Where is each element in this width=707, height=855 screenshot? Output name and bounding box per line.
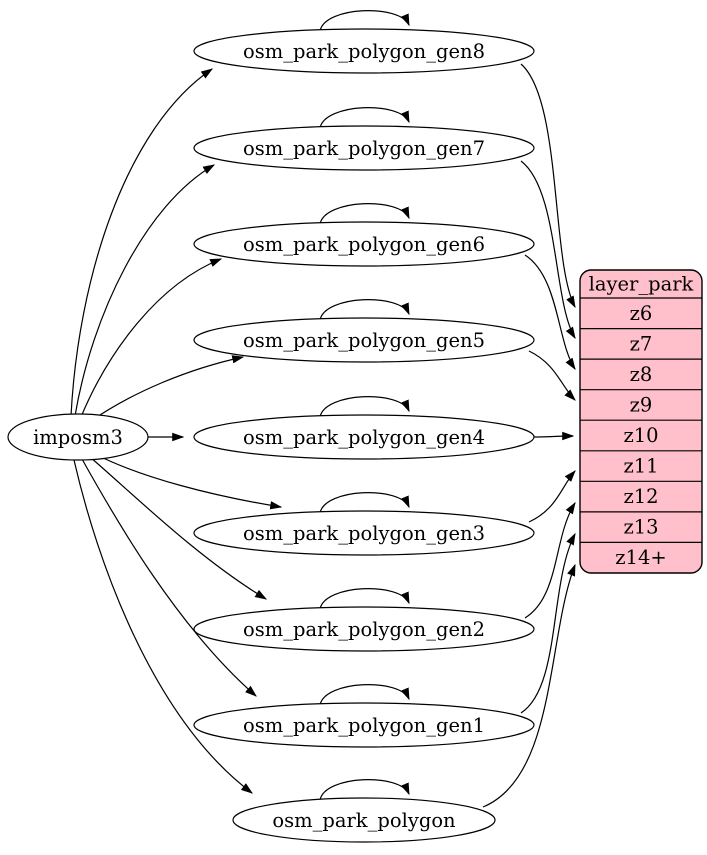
table-ellipse [193,510,535,556]
self-loop-osm-park-polygon [319,779,410,801]
layer-park-row-z9: z9 [630,394,653,417]
layer-park-row-z11: z11 [623,455,658,478]
table-ellipse [193,606,535,652]
imposm3-ellipse [7,413,149,461]
edge-osm-park-polygon-z14 [482,563,576,808]
edge-imposm3-gen6 [80,258,223,418]
layer-park-row-z13: z13 [623,516,658,539]
imposm3-label: imposm3 [33,426,123,449]
node-osm-park-polygon-gen8: osm_park_polygon_gen8 [193,28,535,74]
table-ellipse [193,317,535,363]
self-loop-edges [319,10,410,801]
layer-park-row-z12: z12 [623,485,658,508]
table-ellipse [193,125,535,171]
node-osm-park-polygon: osm_park_polygon [232,797,496,843]
table-label: osm_park_polygon_gen1 [243,714,485,737]
edge-gen5-z9 [528,350,576,401]
layer-park-row-z8: z8 [630,363,653,386]
self-loop-gen2 [319,588,410,610]
node-layer-park: layer_park z6 z7 z8 z9 z10 z11 z12 z13 z… [579,269,703,574]
edges-source-to-tables [70,68,283,794]
table-label: osm_park_polygon [272,809,456,832]
self-loop-gen4 [319,396,410,418]
table-label: osm_park_polygon_gen5 [243,329,485,352]
node-osm-park-polygon-gen1: osm_park_polygon_gen1 [193,702,535,748]
self-loop-gen5 [319,299,410,321]
edge-imposm3-gen8 [70,68,213,417]
node-osm-park-polygon-gen5: osm_park_polygon_gen5 [193,317,535,363]
layer-park-row-z7: z7 [630,333,653,356]
self-loop-gen3 [319,492,410,514]
edge-imposm3-gen3 [96,454,283,510]
table-label: osm_park_polygon_gen8 [243,40,485,63]
edge-gen6-z8 [524,254,576,370]
table-ellipse [193,221,535,267]
layer-park-row-z6: z6 [630,302,653,325]
table-label: osm_park_polygon_gen2 [243,618,485,641]
table-label: osm_park_polygon_gen6 [243,233,485,256]
layer-park-row-z14: z14+ [615,546,666,569]
edge-imposm3-osm-park-polygon [73,459,253,794]
node-imposm3: imposm3 [7,413,149,461]
edge-gen3-z11 [528,470,576,523]
table-ellipse [232,797,496,843]
layer-park-box [579,269,703,574]
edge-imposm3-gen7 [74,164,216,417]
edge-imposm3-gen5 [90,355,245,422]
self-loop-gen1 [319,684,410,706]
table-label: osm_park_polygon_gen7 [243,137,485,160]
node-osm-park-polygon-gen7: osm_park_polygon_gen7 [193,125,535,171]
table-label: osm_park_polygon_gen4 [243,426,485,449]
self-loop-gen6 [319,203,410,225]
layer-park-row-z10: z10 [623,424,658,447]
edge-imposm3-gen2 [89,456,268,600]
self-loop-gen7 [319,107,410,129]
node-osm-park-polygon-gen2: osm_park_polygon_gen2 [193,606,535,652]
edge-gen2-z12 [524,501,576,619]
table-ellipse [193,414,535,460]
self-loop-gen8 [319,10,410,32]
edge-gen1-z13 [520,532,576,714]
layer-park-title: layer_park [589,273,694,296]
table-label: osm_park_polygon_gen3 [243,522,485,545]
edges-tables-to-layer [482,63,576,808]
edge-gen8-z6 [520,63,576,309]
edge-gen7-z7 [520,160,576,340]
node-osm-park-polygon-gen6: osm_park_polygon_gen6 [193,221,535,267]
table-ellipse [193,28,535,74]
node-osm-park-polygon-gen4: osm_park_polygon_gen4 [193,414,535,460]
edge-gen4-z10 [533,431,575,441]
edge-imposm3-gen1 [81,458,257,697]
table-ellipse [193,702,535,748]
node-osm-park-polygon-gen3: osm_park_polygon_gen3 [193,510,535,556]
